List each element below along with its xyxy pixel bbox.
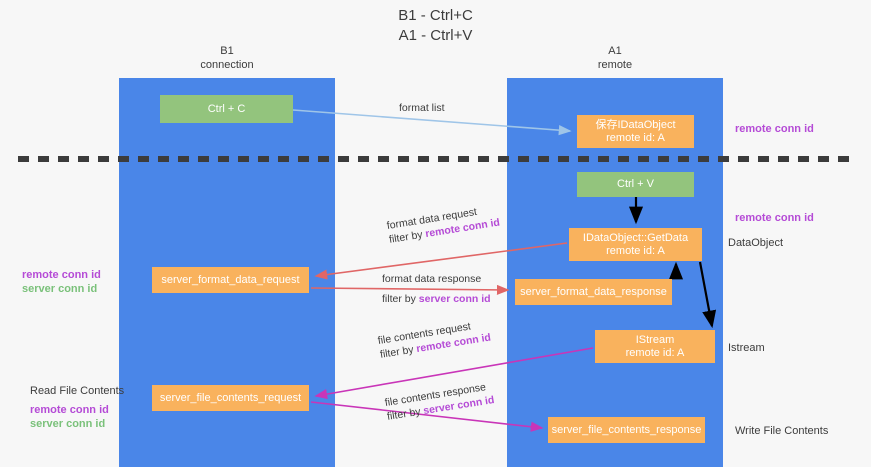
node-ctrl-v-label: Ctrl + V [617,178,654,190]
swimlane-header-b1: B1 connection [119,44,335,72]
annotation-left-remote-conn-id-bottom: remote conn id [30,404,109,416]
annotation-read-file-contents: Read File Contents [30,385,125,397]
node-ctrl-v[interactable]: Ctrl + V [577,172,694,197]
node-istream[interactable]: IStream remote id: A [595,330,715,363]
node-server-format-data-request-label: server_format_data_request [161,273,300,286]
flow-label-format-list-line1: format list [399,102,445,114]
node-istream-label: IStream [635,333,675,346]
node-data-object[interactable]: 保存IDataObject remote id: A [577,115,694,148]
node-server-file-contents-response-label: server_file_contents_response [551,423,702,436]
swimlane-b1-role: connection [200,59,254,71]
title-line-2: A1 - Ctrl+V [398,27,473,44]
node-get-data-label: IDataObject::GetData [582,231,689,244]
annotation-left-remote-conn-id-mid: remote conn id [22,269,101,281]
annotation-remote-conn-id-top: remote conn id [735,123,814,135]
flow-label-format-data-response-filter: filter by server conn id [382,292,491,306]
swimlane-a1-name: A1 [608,45,622,57]
swimlane-b1-name: B1 [220,45,234,57]
node-server-file-contents-request-label: server_file_contents_request [159,391,302,404]
annotation-left-conn-ids-mid: remote conn id server conn id [22,268,101,296]
annotation-write-file-contents: Write File Contents [735,425,829,437]
node-server-file-contents-response[interactable]: server_file_contents_response [548,417,705,443]
node-server-format-data-request[interactable]: server_format_data_request [152,267,309,293]
annotation-left-server-conn-id-mid: server conn id [22,283,98,295]
page-title: B1 - Ctrl+C A1 - Ctrl+V [0,6,871,46]
filter-key-server-conn-id: server conn id [418,293,491,305]
node-data-object-label: 保存IDataObject [595,118,676,131]
flow-label-file-contents-response: file contents response filter by server … [384,379,496,424]
node-ctrl-c-label: Ctrl + C [207,102,246,115]
section-divider [18,156,858,162]
flow-label-format-list: format list [399,101,445,115]
flow-label-format-data-request: format data request filter by remote con… [386,202,501,247]
annotation-remote-conn-id-mid: remote conn id [735,212,814,224]
swimlane-a1-role: remote [597,59,633,71]
title-line-1: B1 - Ctrl+C [398,7,473,24]
node-data-object-sublabel: remote id: A [606,131,665,144]
flow-label-format-data-response-line1: format data response [382,273,482,285]
node-server-file-contents-request[interactable]: server_file_contents_request [152,385,309,411]
node-get-data-sublabel: remote id: A [606,244,665,257]
annotation-data-object: DataObject [728,237,784,249]
annotation-left-server-conn-id-bottom: server conn id [30,418,106,430]
flow-label-file-contents-request: file contents request filter by remote c… [377,317,492,362]
swimlane-header-a1: A1 remote [507,44,723,72]
node-ctrl-c[interactable]: Ctrl + C [160,95,293,123]
node-istream-sublabel: remote id: A [625,346,685,359]
node-get-data[interactable]: IDataObject::GetData remote id: A [569,228,702,261]
annotation-istream: Istream [728,342,765,354]
filter-prefix: filter by [382,293,419,305]
flow-label-format-data-response: format data response filter by server co… [382,272,491,306]
node-server-format-data-response-label: server_format_data_response [520,285,667,298]
annotation-left-read-file-contents-group: Read File Contents remote conn id server… [30,384,124,431]
node-server-format-data-response[interactable]: server_format_data_response [515,279,672,305]
